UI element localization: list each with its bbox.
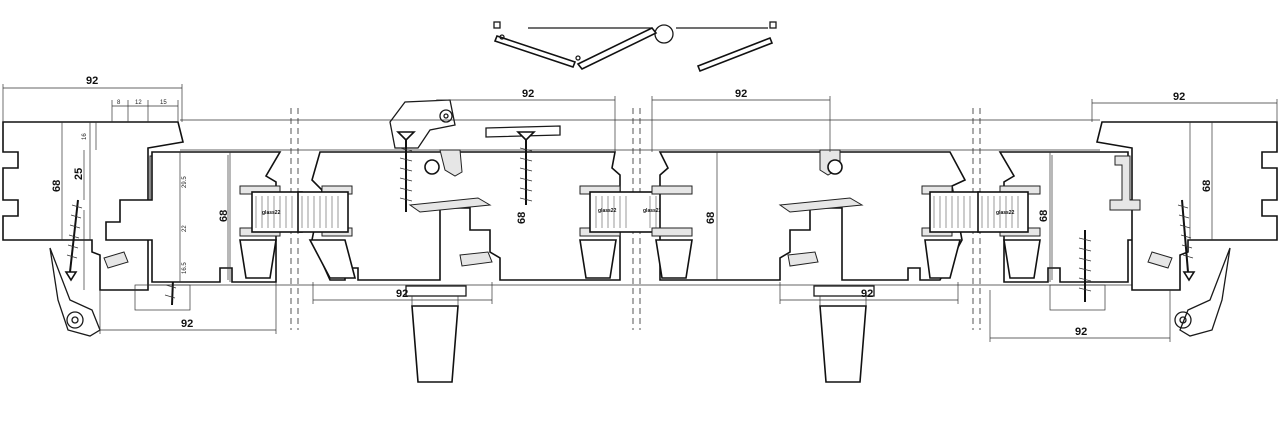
- center-right-glazing-unit: [929, 191, 981, 233]
- right-screws: [1078, 199, 1196, 302]
- dimension-labels: 92 92 92 92 92 92 92 92 68 25 68 68 68 6…: [51, 75, 1213, 338]
- right-glazing-unit: glass22: [977, 191, 1029, 233]
- dim-small-15: 15: [160, 100, 167, 106]
- dim-width-bottom-right: 92: [1075, 326, 1087, 338]
- sash-leaf-right: [696, 36, 774, 73]
- center-right-sash-profile: [651, 149, 967, 281]
- dim-small-8: 8: [117, 100, 121, 106]
- dim-depth-center-left: 68: [516, 212, 528, 224]
- handle-right: [813, 285, 875, 383]
- center-left-hinge-bracket: [389, 99, 561, 149]
- dim-small-22: 22: [182, 225, 188, 232]
- dim-depth-left-frame: 68: [51, 180, 63, 192]
- glass-label-center-b: glass22: [643, 208, 662, 214]
- handle-left: [405, 285, 467, 383]
- dim-width-top-left: 92: [86, 75, 98, 87]
- center-left-glazing-unit-a: [297, 191, 349, 233]
- glass-label-right: glass22: [996, 210, 1015, 216]
- hinge-point-right: [769, 21, 777, 29]
- center-left-sash-profile: [308, 149, 621, 281]
- dim-height-left: 25: [73, 168, 85, 180]
- dim-width-bottom-center-left: 92: [396, 288, 408, 300]
- right-frame-profile: [1049, 121, 1278, 337]
- dim-depth-right-sash: 68: [1038, 210, 1050, 222]
- dim-depth-center-right: 68: [705, 212, 717, 224]
- center-left-gasket-bead: [424, 159, 440, 175]
- dim-small-16: 16: [82, 133, 88, 140]
- sash-leaf-left: [493, 35, 577, 68]
- dim-depth-left-sash: 68: [218, 210, 230, 222]
- dim-width-top-center-right: 92: [735, 88, 747, 100]
- dim-width-top-right: 92: [1173, 91, 1185, 103]
- center-left-screws: [396, 131, 536, 212]
- dimension-lines: [2, 84, 1278, 342]
- dim-small-12: 12: [135, 100, 142, 106]
- dim-depth-right-frame: 68: [1201, 180, 1213, 192]
- left-glazing-unit: glass22: [251, 191, 303, 233]
- center-right-gasket-bead: [827, 159, 843, 175]
- dim-small-16-5: 16.5: [182, 262, 188, 274]
- glass-label-left: glass22: [262, 210, 281, 216]
- left-sash-profile: [105, 151, 282, 283]
- right-screw-head: [1174, 311, 1192, 329]
- dim-width-bottom-center-right: 92: [861, 288, 873, 300]
- hinge-point-left: [493, 21, 501, 29]
- dim-width-top-center-left: 92: [522, 88, 534, 100]
- sash-leaf-center: [576, 27, 658, 70]
- pivot-circle: [654, 24, 674, 44]
- left-screw-head: [66, 311, 84, 329]
- dim-width-bottom-left: 92: [181, 318, 193, 330]
- opening-schematic: [493, 21, 777, 73]
- glass-label-center-a: glass22: [598, 208, 617, 214]
- dim-small-29-5: 29.5: [182, 176, 188, 188]
